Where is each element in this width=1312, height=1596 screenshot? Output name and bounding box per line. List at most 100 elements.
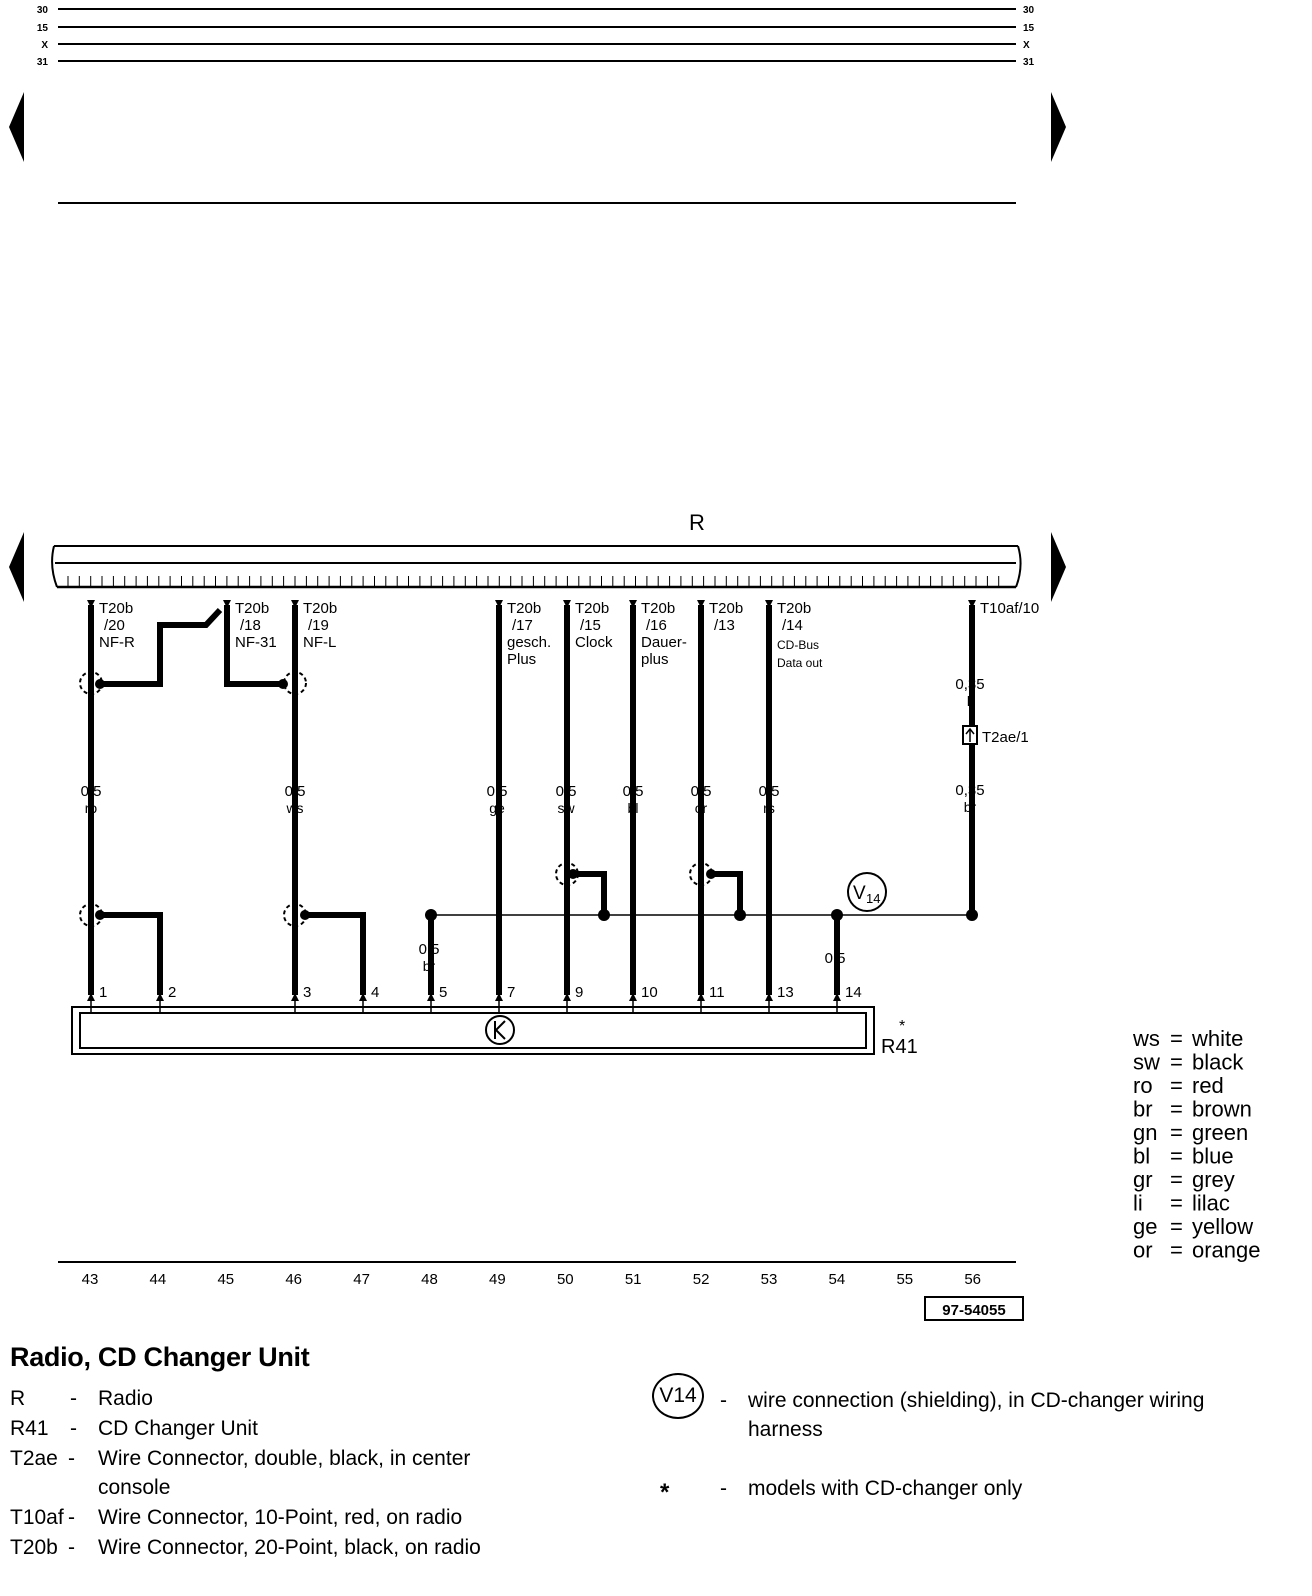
color-legend-code: br <box>1133 1097 1153 1122</box>
v14-legend-dash: - <box>720 1389 727 1412</box>
pin-arrow-icon <box>87 600 95 608</box>
figure-id-box: 97-54055 <box>924 1296 1024 1321</box>
next-page-arrow-icon-lower[interactable] <box>1051 532 1066 602</box>
cd-pin-number: 4 <box>371 984 379 1001</box>
radio-pin-label: NF-L <box>303 634 336 651</box>
cd-pin-number: 5 <box>439 984 447 1001</box>
prev-page-arrow-icon[interactable] <box>9 92 24 162</box>
wire-color-label: ro <box>85 800 98 816</box>
legend-desc: Radio <box>98 1387 153 1410</box>
t2ae-connector-label: T2ae/1 <box>982 729 1029 746</box>
wire-color-label: ws <box>285 800 303 816</box>
cd-pin-arrow-icon <box>427 993 435 1001</box>
radio-label: R <box>689 510 705 535</box>
legend-dash: - <box>70 1387 77 1410</box>
color-legend-eq: = <box>1170 1191 1183 1216</box>
column-number: 52 <box>693 1271 710 1288</box>
radio-pin-label: Plus <box>507 651 536 668</box>
radio-pin-label: T20b <box>235 600 269 617</box>
wire-color-label: br <box>964 799 977 815</box>
radio-pin-label: T20b <box>575 600 609 617</box>
pin-arrow-icon <box>495 600 503 608</box>
radio-pin-label: /19 <box>308 617 329 634</box>
radio-pin-label: CD-Bus <box>777 638 819 652</box>
column-number: 48 <box>421 1271 438 1288</box>
bus-label-left: X <box>41 40 48 51</box>
wire-size-label: 0,5 <box>623 783 644 800</box>
asterisk-legend-symbol: * <box>660 1479 670 1506</box>
legend-code: T10af <box>10 1506 64 1529</box>
radio-pin-label: /14 <box>782 617 803 634</box>
wire-size-label: 0,35 <box>955 676 984 693</box>
cd-pin-arrow-icon <box>291 993 299 1001</box>
cd-pin-arrow-icon <box>87 993 95 1001</box>
cd-pin-number: 2 <box>168 984 176 1001</box>
radio-pin-label: /17 <box>512 617 533 634</box>
wire-size-label: 0,5 <box>825 950 846 967</box>
legend-desc: Wire Connector, 20-Point, black, on radi… <box>98 1536 481 1559</box>
next-page-arrow-icon[interactable] <box>1051 92 1066 162</box>
radio-pin-label: Data out <box>777 656 823 670</box>
t2ae-connector: T2ae/1 <box>962 725 1029 746</box>
legend-dash: - <box>68 1536 75 1559</box>
radio-pin-label: NF-R <box>99 634 135 651</box>
cd-pin-arrow-icon <box>629 993 637 1001</box>
cd-pin-number: 9 <box>575 984 583 1001</box>
radio-pin-label: plus <box>641 651 669 668</box>
pin-arrow-icon <box>563 600 571 608</box>
wire-size-label: 0,5 <box>419 941 440 958</box>
color-legend-eq: = <box>1170 1120 1183 1145</box>
color-legend-eq: = <box>1170 1214 1183 1239</box>
cd-changer-symbol-icon <box>485 1015 515 1045</box>
wire-color-label: li <box>967 693 973 709</box>
color-legend-name: lilac <box>1192 1191 1230 1216</box>
color-legend-name: orange <box>1192 1238 1261 1263</box>
color-legend-code: li <box>1133 1191 1143 1216</box>
wire-labels: 0,5ro0,5ws0,5br0,5ge0,5sw0,5bl0,5or0,5rs… <box>81 676 985 974</box>
legend-dash: - <box>70 1417 77 1440</box>
cd-pin-number: 13 <box>777 984 794 1001</box>
color-legend-name: yellow <box>1192 1214 1253 1239</box>
bus-label-right: 30 <box>1023 5 1035 16</box>
wires <box>88 605 975 995</box>
wire-size-label: 0,5 <box>556 783 577 800</box>
prev-page-arrow-icon-lower[interactable] <box>9 532 24 602</box>
v14-shield-connection: V 14 <box>847 872 887 912</box>
cd-pin-arrow-icon <box>156 993 164 1001</box>
column-number: 53 <box>761 1271 778 1288</box>
cd-pin-number: 14 <box>845 984 862 1001</box>
column-number: 49 <box>489 1271 506 1288</box>
color-legend-eq: = <box>1170 1073 1183 1098</box>
cd-pin-number: 11 <box>709 984 725 1001</box>
color-legend-eq: = <box>1170 1238 1183 1263</box>
radio-pin-label: /16 <box>646 617 667 634</box>
cd-changer-component: R41 * <box>71 1006 918 1058</box>
wire-color-label: rs <box>763 800 775 816</box>
radio-pin-label: /15 <box>580 617 601 634</box>
wire-color-label: ge <box>489 800 505 816</box>
asterisk-legend-desc: models with CD-changer only <box>748 1477 1023 1500</box>
column-number: 51 <box>625 1271 642 1288</box>
cd-pin-number: 7 <box>507 984 515 1001</box>
color-legend-eq: = <box>1170 1050 1183 1075</box>
color-legend-code: ge <box>1133 1214 1157 1239</box>
column-number: 54 <box>829 1271 846 1288</box>
wire-color-label: br <box>423 958 436 974</box>
wire-size-label: 0,5 <box>691 783 712 800</box>
column-number: 56 <box>964 1271 981 1288</box>
column-number: 45 <box>217 1271 234 1288</box>
color-legend-name: black <box>1192 1050 1244 1075</box>
junction-dots <box>95 679 978 921</box>
wire-color-legend: ws=whitesw=blackro=redbr=browngn=greenbl… <box>1132 1026 1261 1263</box>
wire-size-label: 0,5 <box>759 783 780 800</box>
bus-label-left: 30 <box>37 5 49 16</box>
cd-changer-asterisk: * <box>899 1018 905 1035</box>
radio-pin-label: T20b <box>99 600 133 617</box>
radio-pin-label: /20 <box>104 617 125 634</box>
wire-size-label: 0,5 <box>81 783 102 800</box>
wire-size-label: 0,5 <box>285 783 306 800</box>
wire-color-label: or <box>695 800 708 816</box>
cd-pin-arrow-icon <box>765 993 773 1001</box>
